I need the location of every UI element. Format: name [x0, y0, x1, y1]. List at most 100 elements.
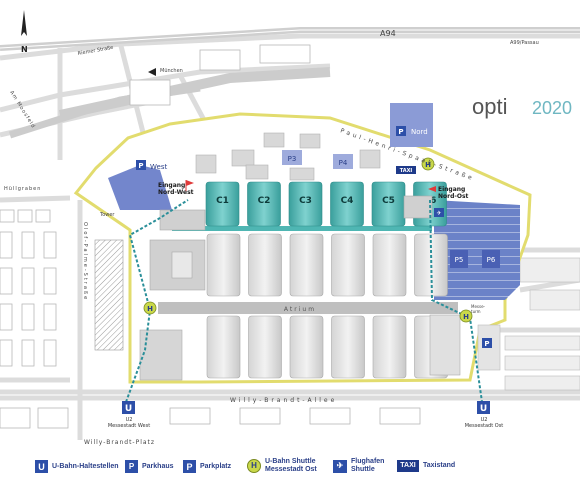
entrance-west-label-1: Eingang	[158, 182, 185, 189]
parkplatz-icon: P	[183, 460, 196, 473]
entrance-east-flag	[428, 186, 436, 192]
entrance-west-building	[149, 209, 206, 291]
airplane-icon: ✈	[333, 459, 347, 473]
label-muenchen: München	[160, 68, 183, 74]
svg-text:P: P	[484, 340, 489, 348]
svg-text:P3: P3	[288, 155, 297, 163]
svg-text:TAXI: TAXI	[400, 168, 413, 174]
entrance-east-label-2: Nord-Ost	[438, 193, 469, 200]
label-messeturm-2: turm	[471, 309, 481, 314]
label-willy-allee: Willy-Brandt-Allee	[230, 397, 337, 404]
hall-north-3	[289, 233, 324, 297]
flughafen-marker: ✈	[434, 208, 444, 217]
legend-parkhaus: P Parkhaus	[125, 460, 174, 473]
halls-north-row	[206, 233, 448, 297]
ubahn-east-name: Messestadt Ost	[465, 423, 504, 429]
parking-p4: P4	[333, 154, 353, 169]
highway-a94	[0, 27, 580, 139]
shuttle-h-marker-north: H	[421, 157, 435, 171]
hall-c3-label: C3	[299, 196, 312, 206]
ubahn-icon: U	[35, 460, 48, 473]
label-messeturm-1: Messe-	[471, 304, 486, 309]
label-willy-platz: Willy-Brandt-Platz	[84, 439, 155, 446]
svg-text:P5: P5	[455, 256, 464, 264]
label-am-moosfeld: Am Moosfeld	[8, 90, 36, 130]
compass-north-icon: N	[21, 10, 28, 54]
ubahn-east-lines: U2	[481, 417, 488, 423]
logo-year: 2020	[532, 98, 572, 118]
ubahn-west-lines: U2	[126, 417, 133, 423]
taxi-marker: TAXI	[396, 166, 416, 174]
hall-c1-label: C1	[216, 196, 229, 206]
hall-c2	[247, 181, 281, 227]
label-tower: Tower	[99, 212, 115, 218]
legend: U U-Bahn-Haltestellen P Parkhaus P Parkp…	[0, 449, 580, 486]
hall-south-1	[206, 315, 241, 379]
svg-text:H: H	[147, 305, 153, 313]
parking-nord: P Nord	[390, 103, 433, 147]
svg-text:U: U	[480, 404, 487, 414]
compass-label: N	[21, 45, 28, 54]
svg-text:U: U	[125, 404, 132, 414]
svg-text:H: H	[425, 161, 431, 169]
shuttle-h-marker-west: H	[143, 301, 157, 315]
hatched-area	[94, 239, 124, 351]
legend-taxi: TAXI Taxistand	[397, 460, 455, 472]
taxi-icon: TAXI	[397, 460, 419, 472]
atrium-label: Atrium	[284, 306, 316, 313]
parking-west: P West	[108, 160, 172, 210]
parkhaus-icon: P	[125, 460, 138, 473]
hall-north-5	[372, 233, 407, 297]
label-hoellgraben: Hüllgraben	[4, 186, 41, 192]
svg-text:P: P	[138, 162, 143, 170]
legend-parkplatz: P Parkplatz	[183, 460, 231, 473]
svg-text:P4: P4	[339, 159, 348, 167]
opti-logo: opti 2020	[472, 94, 572, 119]
hall-south-3	[289, 315, 324, 379]
hall-c5-label: C5	[382, 196, 395, 206]
hall-c2-label: C2	[258, 196, 271, 206]
ubahn-west: U U2 Messestadt West	[108, 401, 150, 429]
parkhaus-south-east: P	[477, 324, 501, 371]
svg-text:✈: ✈	[436, 210, 441, 217]
parking-west-label: West	[150, 163, 167, 171]
entrance-west-flag	[185, 180, 194, 192]
city-blocks-right	[504, 257, 580, 391]
entrance-east-label-1: Eingang	[438, 186, 465, 193]
parking-east: P5 P6	[434, 200, 520, 300]
ubahn-east: U U2 Messestadt Ost	[465, 401, 504, 429]
svg-text:P6: P6	[487, 256, 496, 264]
hall-south-5	[372, 315, 407, 379]
arrow-muenchen-icon	[148, 68, 156, 76]
city-blocks-left	[0, 44, 421, 429]
shuttle-route	[125, 199, 483, 403]
label-a94: A94	[380, 29, 396, 38]
atrium: Atrium	[158, 302, 458, 314]
hall-south-4	[331, 315, 365, 379]
north-buildings	[195, 132, 381, 181]
hall-north-1	[206, 233, 241, 297]
parking-p3: P3	[282, 150, 302, 165]
svg-text:P: P	[398, 128, 403, 136]
svg-text:H: H	[463, 313, 469, 321]
conference-strip	[172, 226, 432, 231]
legend-ubahn: U U-Bahn-Haltestellen	[35, 460, 119, 473]
ubahn-west-name: Messestadt West	[108, 423, 150, 429]
entrance-west-label-2: Nord-West	[158, 189, 194, 196]
hall-c4	[330, 181, 364, 227]
hall-c3	[288, 181, 323, 227]
hall-north-4	[331, 233, 365, 297]
hall-south-2	[248, 315, 282, 379]
east-entrance-building	[403, 195, 461, 376]
hall-north-2	[248, 233, 282, 297]
parking-nord-label: Nord	[411, 128, 428, 136]
shuttle-h-icon: H	[247, 459, 261, 473]
hall-c1	[205, 181, 240, 227]
label-olof: Olof-Palme-Straße	[82, 222, 88, 301]
logo-brand: opti	[472, 94, 507, 119]
shuttle-h-marker-east: H	[459, 309, 473, 323]
hall-c4-label: C4	[341, 196, 354, 206]
